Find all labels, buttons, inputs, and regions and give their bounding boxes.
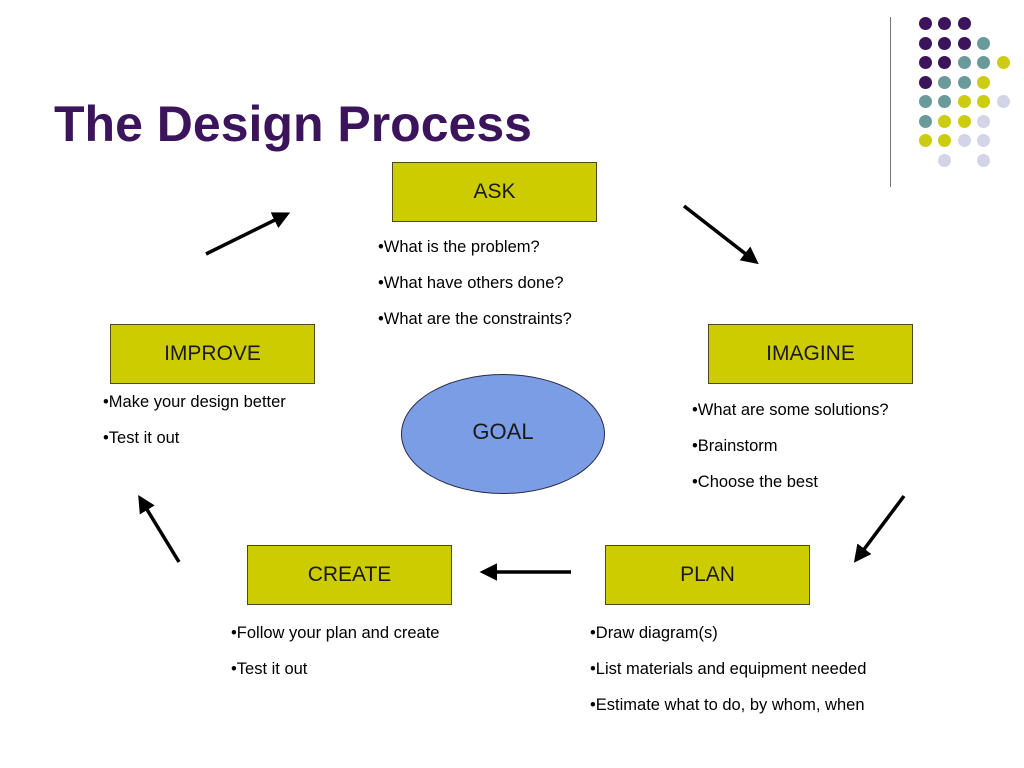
create-bullet-list: •Follow your plan and create •Test it ou… — [231, 623, 439, 695]
step-box-create: CREATE — [247, 545, 452, 605]
imagine-bullet: •Brainstorm — [692, 437, 778, 455]
ask-bullet: •What are the constraints? — [378, 310, 572, 328]
decorative-dot — [957, 95, 971, 108]
step-label-imagine: IMAGINE — [766, 342, 855, 365]
decorative-dot — [957, 36, 971, 50]
plan-bullet: •Draw diagram(s) — [590, 624, 718, 642]
improve-bullet: •Make your design better — [103, 393, 286, 411]
decorative-dot — [918, 114, 932, 128]
decorative-dot — [957, 17, 971, 30]
imagine-bullet: •Choose the best — [692, 473, 818, 491]
decorative-dot — [957, 75, 971, 89]
decorative-dot — [938, 36, 951, 50]
step-box-improve: IMPROVE — [110, 324, 315, 384]
decorative-dot — [977, 153, 990, 167]
imagine-bullet-list: •What are some solutions? •Brainstorm •C… — [692, 400, 889, 508]
decorative-dot — [977, 56, 990, 69]
decorative-dot — [918, 56, 932, 69]
decorative-dot — [918, 134, 932, 147]
decorative-dot — [918, 17, 932, 30]
decorative-dot — [957, 114, 971, 128]
decorative-dot — [938, 114, 951, 128]
arrow-create-to-improve — [138, 495, 181, 563]
arrow-ask-to-imagine — [682, 204, 759, 265]
decorative-dot — [957, 56, 971, 69]
decorative-divider-line — [890, 17, 891, 187]
slide-title: The Design Process — [54, 96, 532, 152]
create-bullet: •Follow your plan and create — [231, 624, 440, 642]
decorative-dot — [977, 95, 990, 108]
decorative-dot — [996, 95, 1010, 108]
decorative-dot — [938, 153, 951, 167]
step-box-imagine: IMAGINE — [708, 324, 913, 384]
decorative-dot — [977, 36, 990, 50]
arrow-improve-to-ask — [205, 212, 291, 256]
improve-bullet: •Test it out — [103, 429, 180, 447]
ask-bullet-list: •What is the problem? •What have others … — [378, 237, 572, 345]
decorative-dot — [918, 95, 932, 108]
plan-bullet: •List materials and equipment needed — [590, 660, 867, 678]
decorative-dot — [938, 17, 951, 30]
decorative-dot — [977, 114, 990, 128]
step-label-improve: IMPROVE — [164, 342, 261, 365]
ask-bullet: •What is the problem? — [378, 238, 540, 256]
step-box-plan: PLAN — [605, 545, 810, 605]
decorative-dot — [977, 134, 990, 147]
improve-bullet-list: •Make your design better •Test it out — [103, 392, 286, 464]
imagine-bullet: •What are some solutions? — [692, 401, 889, 419]
goal-label: GOAL — [472, 419, 534, 444]
decorative-dot — [977, 75, 990, 89]
decorative-dot — [938, 95, 951, 108]
plan-bullet: •Estimate what to do, by whom, when — [590, 696, 865, 714]
step-label-plan: PLAN — [680, 563, 735, 586]
decorative-dot — [996, 56, 1010, 69]
step-label-create: CREATE — [307, 563, 392, 586]
ask-bullet: •What have others done? — [378, 274, 564, 292]
decorative-dot — [918, 36, 932, 50]
goal-ellipse: GOAL — [401, 374, 605, 494]
step-label-ask: ASK — [473, 180, 516, 203]
plan-bullet-list: •Draw diagram(s) •List materials and equ… — [590, 623, 866, 731]
decorative-dot — [938, 56, 951, 69]
decorative-dot — [957, 134, 971, 147]
step-box-ask: ASK — [392, 162, 597, 222]
decorative-dot — [918, 75, 932, 89]
create-bullet: •Test it out — [231, 660, 308, 678]
decorative-dot — [938, 75, 951, 89]
decorative-dot — [938, 134, 951, 147]
